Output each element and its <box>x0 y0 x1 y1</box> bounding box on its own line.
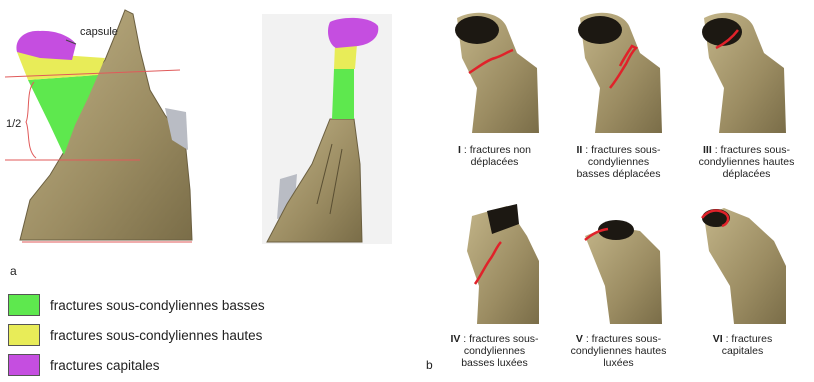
legend-label-hautes: fractures sous-condyliennes hautes <box>50 328 262 343</box>
legend-item-basses: fractures sous-condyliennes basses <box>8 292 338 318</box>
fracture-type-VI-image <box>694 196 789 324</box>
fracture-type-II-image <box>570 8 665 133</box>
caption-type-II: II : fractures sous- condyliennes basses… <box>556 144 681 180</box>
legend-item-hautes: fractures sous-condyliennes hautes <box>8 322 338 348</box>
caption-roman-V: V <box>576 333 583 345</box>
caption-roman-VI: VI <box>713 333 723 345</box>
half-annotation: 1/2 <box>6 118 21 130</box>
caption-roman-III: III <box>703 144 712 156</box>
fracture-type-IV-image <box>447 196 542 324</box>
caption-type-III: III : fractures sous- condyliennes haute… <box>684 144 809 180</box>
caption-type-I: I : fractures non déplacées <box>432 144 557 168</box>
legend-swatch-green <box>8 294 40 316</box>
condyle-shadow-I <box>455 16 499 44</box>
fracture-type-V-image <box>570 196 665 324</box>
mandible-frontal-diagram <box>262 14 392 244</box>
panel-a-label: a <box>10 264 17 278</box>
caption-type-VI: VI : fractures capitales <box>680 333 805 357</box>
caption-type-V: V : fractures sous- condyliennes hautes … <box>556 333 681 369</box>
caption-text-IV: : fractures sous- condyliennes basses lu… <box>460 333 538 369</box>
capsule-annotation: capsule <box>80 26 118 38</box>
caption-roman-IV: IV <box>450 333 460 345</box>
caption-text-III: : fractures sous- condyliennes hautes dé… <box>699 144 795 180</box>
caption-type-IV: IV : fractures sous- condyliennes basses… <box>432 333 557 369</box>
frontal-zone-basse <box>332 69 354 119</box>
legend-label-basses: fractures sous-condyliennes basses <box>50 298 265 313</box>
fracture-type-I-image <box>447 8 542 133</box>
legend-swatch-yellow <box>8 324 40 346</box>
condyle-shadow-II <box>578 16 622 44</box>
caption-text-I: : fractures non déplacées <box>461 144 531 168</box>
legend-label-capitales: fractures capitales <box>50 358 160 373</box>
caption-text-V: : fractures sous- condyliennes hautes lu… <box>571 333 667 369</box>
legend: fractures sous-condyliennes basses fract… <box>8 292 338 382</box>
caption-text-II: : fractures sous- condyliennes basses dé… <box>576 144 660 180</box>
half-bracket <box>26 82 36 158</box>
legend-item-capitales: fractures capitales <box>8 352 338 378</box>
bone-V <box>585 226 662 324</box>
caption-text-VI: : fractures capitales <box>722 333 773 357</box>
fracture-type-III-image <box>694 8 789 133</box>
